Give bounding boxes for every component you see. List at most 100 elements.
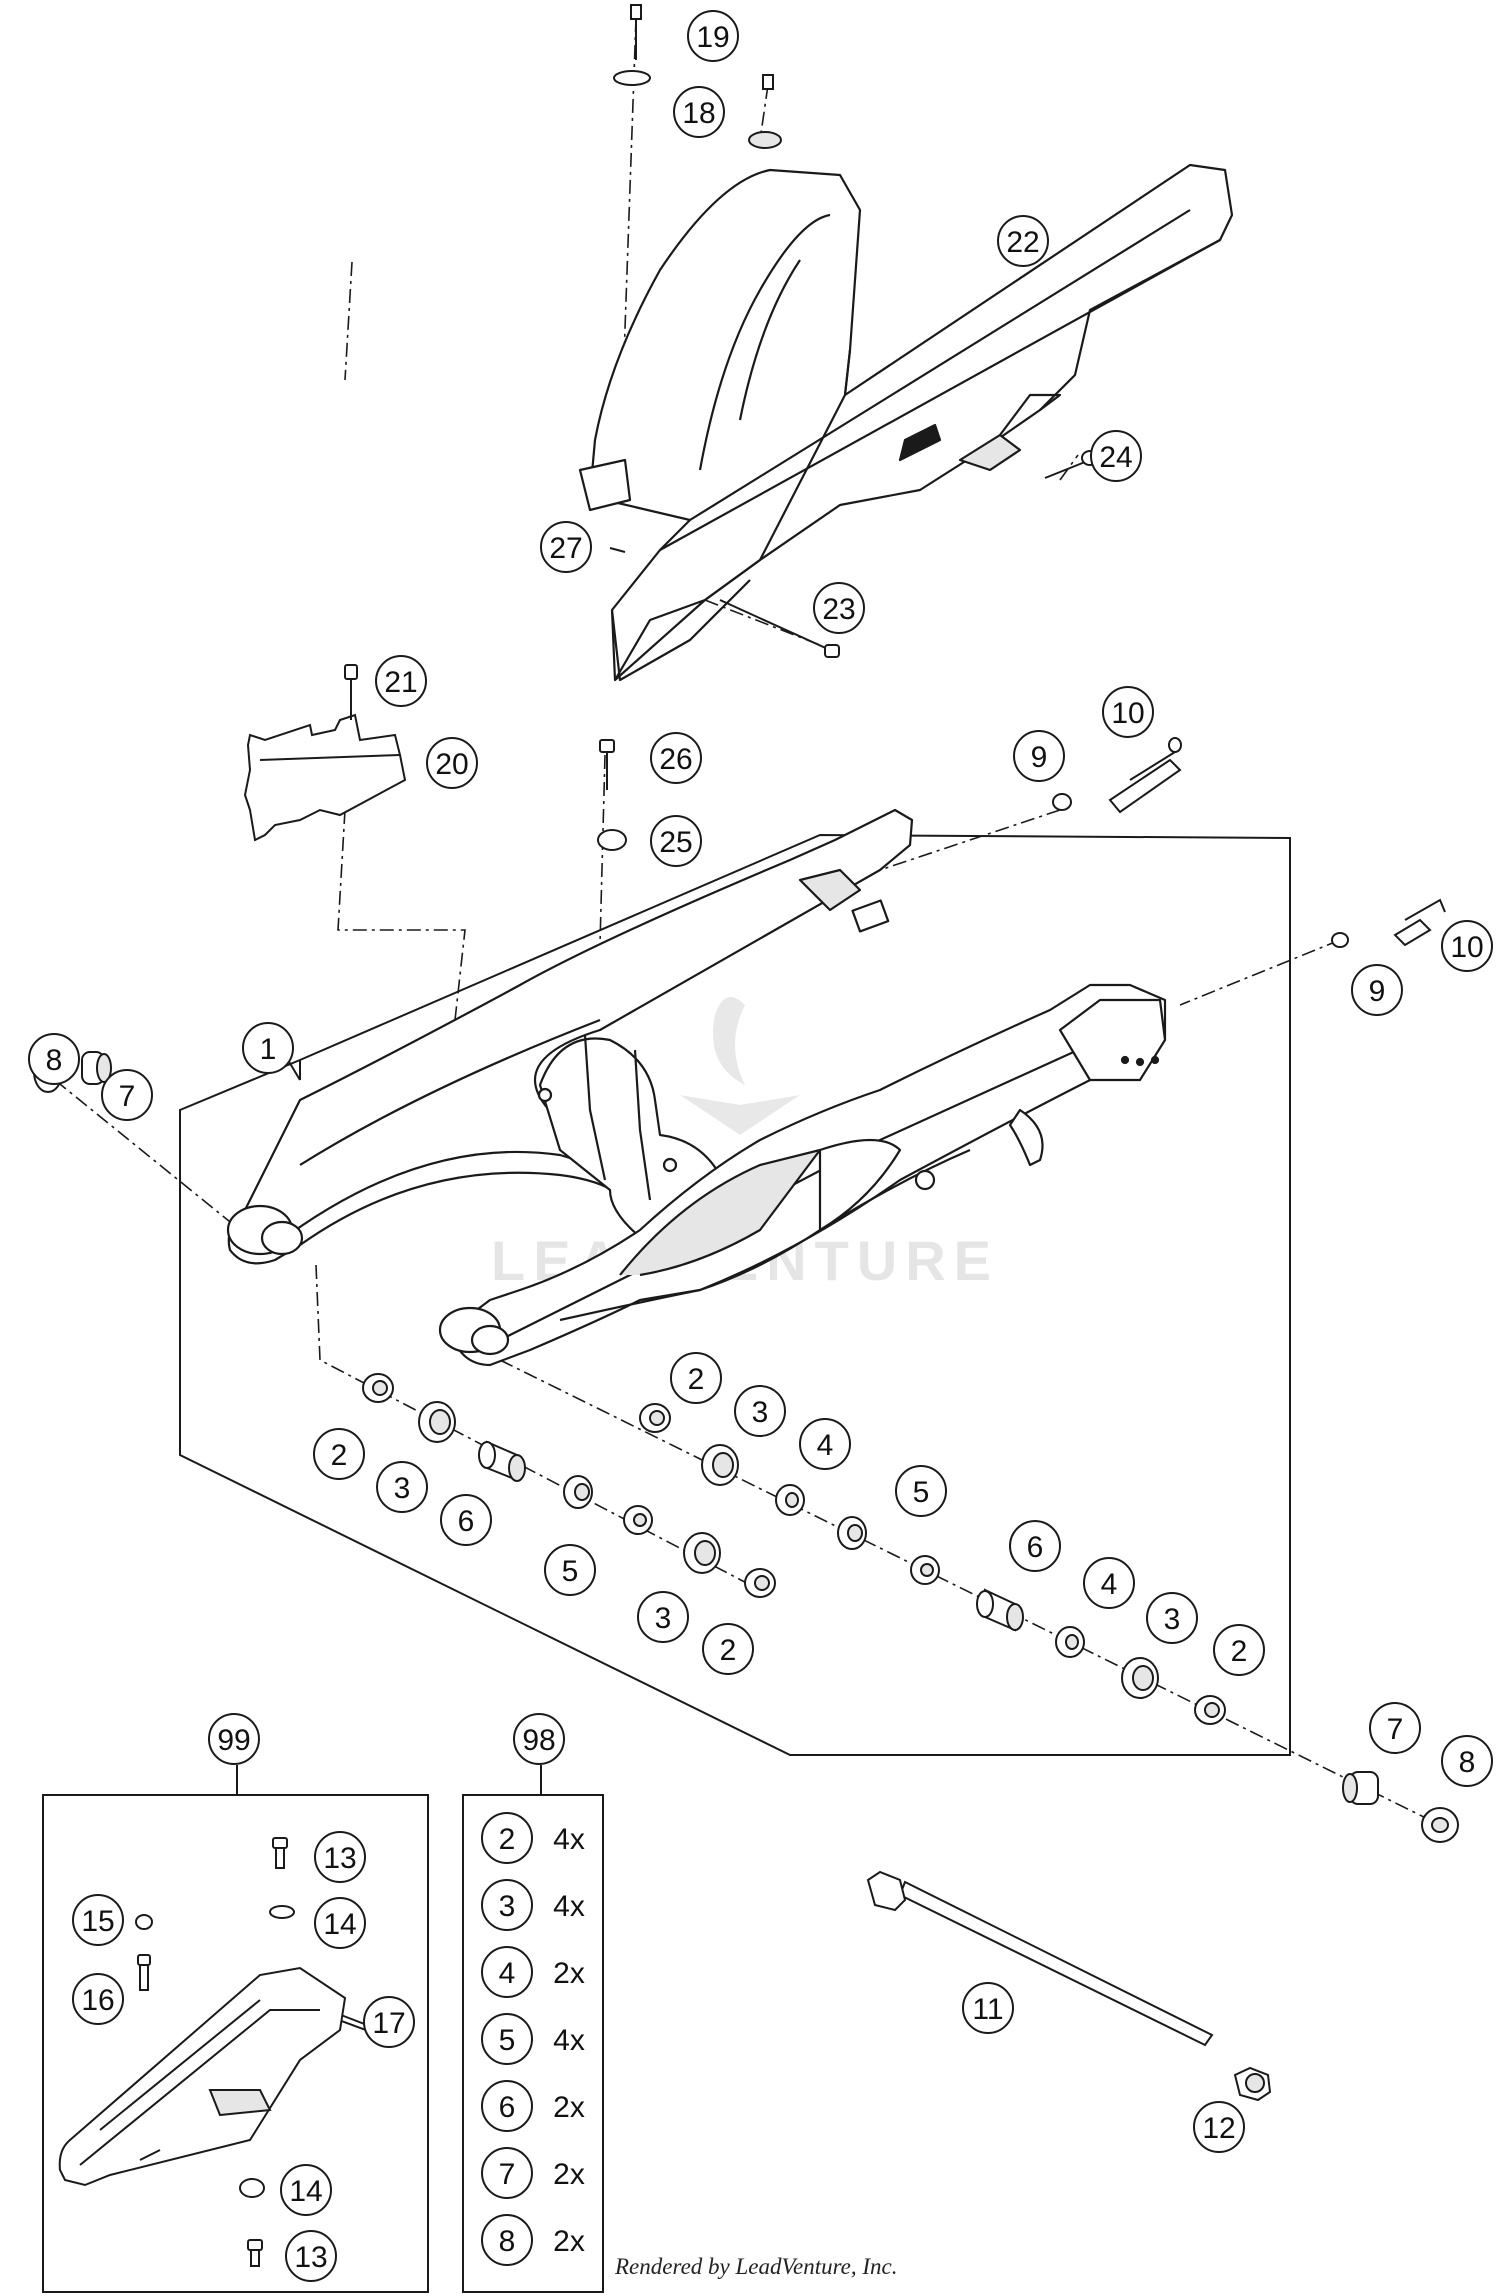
svg-text:24: 24	[1099, 441, 1132, 474]
kit-98-part: 8	[499, 2225, 516, 2258]
callout-14a: 14	[314, 1897, 366, 1949]
svg-text:7: 7	[1387, 1713, 1404, 1746]
svg-text:18: 18	[682, 97, 715, 130]
callout-10b: 10	[1441, 920, 1493, 972]
svg-text:1: 1	[260, 1033, 277, 1066]
callout-3b: 3	[637, 1591, 689, 1643]
bushings-row-2	[639, 1403, 1226, 1725]
callout-20: 20	[426, 737, 478, 789]
callout-27: 27	[540, 521, 592, 573]
bolt-26-washer-25	[597, 739, 627, 851]
callout-23: 23	[813, 582, 865, 634]
kit-98-part: 4	[499, 1957, 516, 1990]
svg-text:12: 12	[1202, 2112, 1235, 2145]
callout-15: 15	[72, 1894, 124, 1946]
callout-3a: 3	[376, 1461, 428, 1513]
callout-6b: 6	[1009, 1520, 1061, 1572]
callout-16: 16	[72, 1973, 124, 2025]
svg-text:2: 2	[720, 1634, 737, 1667]
svg-text:3: 3	[752, 1396, 769, 1429]
svg-text:98: 98	[522, 1724, 555, 1757]
svg-text:13: 13	[323, 1842, 356, 1875]
svg-text:10: 10	[1450, 931, 1483, 964]
svg-text:3: 3	[394, 1472, 411, 1505]
kit-98-qty: 4x	[553, 1890, 585, 1923]
callout-98: 98	[513, 1713, 565, 1765]
svg-text:9: 9	[1369, 975, 1386, 1008]
svg-text:10: 10	[1111, 697, 1144, 730]
callout-13a: 13	[314, 1831, 366, 1883]
svg-text:3: 3	[1164, 1603, 1181, 1636]
callout-17: 17	[363, 1996, 415, 2048]
svg-text:27: 27	[549, 532, 582, 565]
svg-text:14: 14	[323, 1908, 356, 1941]
svg-text:22: 22	[1006, 226, 1039, 259]
callout-4a: 4	[799, 1418, 851, 1470]
svg-text:14: 14	[289, 2175, 322, 2208]
callout-5a: 5	[544, 1544, 596, 1596]
swingarm	[226, 808, 1167, 1367]
kit-98-qty: 2x	[553, 2225, 585, 2258]
pivot-shaft	[866, 1870, 1272, 2102]
callout-21: 21	[375, 655, 427, 707]
kit-98-qty: 4x	[553, 2024, 585, 2057]
bushings-row-1	[362, 1373, 776, 1598]
callout-13b: 13	[285, 2230, 337, 2282]
kit-98-part: 6	[499, 2091, 516, 2124]
chain-guard	[578, 163, 1234, 682]
svg-text:17: 17	[372, 2007, 405, 2040]
callout-99: 99	[208, 1713, 260, 1765]
svg-text:99: 99	[217, 1724, 250, 1757]
callout-9b: 9	[1351, 964, 1403, 1016]
chain-slider	[243, 664, 407, 842]
svg-text:7: 7	[119, 1080, 136, 1113]
bushings-right	[1052, 737, 1459, 1843]
footer-credit: Rendered by LeadVenture, Inc.	[615, 2254, 898, 2279]
callout-25: 25	[650, 815, 702, 867]
kit-98-row: 6 2x	[481, 2080, 585, 2132]
callout-26: 26	[650, 732, 702, 784]
callout-8a: 8	[28, 1033, 80, 1085]
svg-text:15: 15	[81, 1905, 114, 1938]
kit-99-box	[42, 1765, 429, 2293]
callout-2c: 2	[670, 1352, 722, 1404]
kit-98-row: 4 2x	[481, 1946, 585, 1998]
callout-labels: 19 18 22 24 27 23 21 20 26 25 9 10 10 9 …	[28, 10, 1493, 2282]
callout-5b: 5	[895, 1465, 947, 1517]
svg-text:20: 20	[435, 748, 468, 781]
callout-24: 24	[1090, 430, 1142, 482]
svg-text:16: 16	[81, 1984, 114, 2017]
kit-98-part: 7	[499, 2158, 516, 2191]
callout-19: 19	[687, 10, 739, 62]
svg-text:4: 4	[817, 1429, 834, 1462]
callout-2d: 2	[1213, 1624, 1265, 1676]
svg-text:9: 9	[1031, 741, 1048, 774]
kit-98-part: 3	[499, 1890, 516, 1923]
callout-6a: 6	[440, 1494, 492, 1546]
kit-98-row: 3 4x	[481, 1879, 585, 1931]
callout-8b: 8	[1441, 1735, 1493, 1787]
kit-98-row: 2 4x	[481, 1812, 585, 1864]
svg-text:6: 6	[1027, 1531, 1044, 1564]
callout-2b: 2	[702, 1623, 754, 1675]
svg-text:21: 21	[384, 666, 417, 699]
svg-text:8: 8	[1459, 1746, 1476, 1779]
kit-98-row: 8 2x	[481, 2214, 585, 2266]
callout-12: 12	[1193, 2101, 1245, 2153]
callout-11: 11	[962, 1982, 1014, 2034]
callout-4b: 4	[1083, 1557, 1135, 1609]
callout-10a: 10	[1102, 686, 1154, 738]
callout-7b: 7	[1369, 1702, 1421, 1754]
callout-14b: 14	[280, 2164, 332, 2216]
callout-3d: 3	[1146, 1592, 1198, 1644]
callout-22: 22	[997, 215, 1049, 267]
kit-98-qty: 2x	[553, 1957, 585, 1990]
kit-98-row: 7 2x	[481, 2147, 585, 2199]
svg-text:2: 2	[1231, 1635, 1248, 1668]
kit-98-qty: 4x	[553, 1823, 585, 1856]
hardware-top	[609, 4, 1099, 658]
callout-3c: 3	[734, 1385, 786, 1437]
svg-text:13: 13	[294, 2241, 327, 2274]
callout-7a: 7	[101, 1069, 153, 1121]
callout-9a: 9	[1013, 730, 1065, 782]
